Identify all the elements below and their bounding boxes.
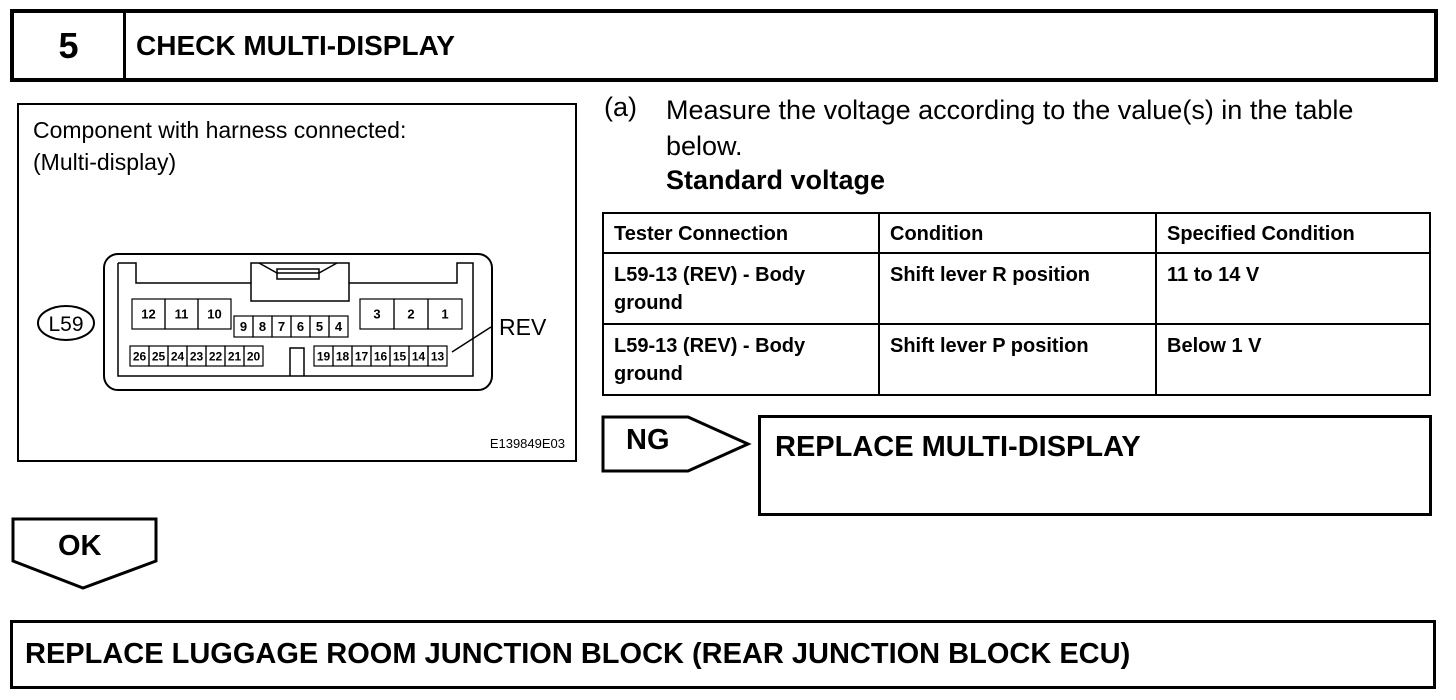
ok-result-box: REPLACE LUGGAGE ROOM JUNCTION BLOCK (REA… bbox=[10, 620, 1436, 689]
step-header: 5 CHECK MULTI-DISPLAY bbox=[10, 9, 1438, 82]
pin-number: 25 bbox=[152, 349, 166, 363]
connector-housing bbox=[103, 253, 493, 391]
pin-number: 20 bbox=[247, 349, 261, 363]
pin-number: 22 bbox=[209, 349, 223, 363]
pin-cell bbox=[197, 298, 232, 330]
rev-leader-line bbox=[451, 326, 492, 353]
key-notch bbox=[289, 347, 305, 376]
pin-number: 9 bbox=[240, 319, 247, 334]
instruction-letter: (a) bbox=[604, 92, 637, 122]
table-header-row: Tester Connection Condition Specified Co… bbox=[602, 212, 1431, 254]
ok-action-text: REPLACE LUGGAGE ROOM JUNCTION BLOCK (REA… bbox=[25, 638, 1131, 670]
pin-number: 4 bbox=[335, 319, 343, 334]
pin-number: 19 bbox=[317, 349, 331, 363]
lock-latch bbox=[258, 262, 338, 274]
pin-number: 1 bbox=[441, 307, 448, 322]
pin-number: 14 bbox=[412, 349, 426, 363]
standard-voltage-label: Standard voltage bbox=[666, 165, 886, 195]
pin-number: 8 bbox=[259, 319, 266, 334]
image-code: E139849E03 bbox=[490, 436, 565, 451]
pin-number: 24 bbox=[171, 349, 185, 363]
pin-label-rev: REV bbox=[499, 314, 547, 340]
cell-connection: L59-13 (REV) - Body ground bbox=[602, 323, 880, 396]
pin-number: 26 bbox=[133, 349, 147, 363]
ng-result-box: REPLACE MULTI-DISPLAY bbox=[758, 415, 1432, 516]
lock-latch-bar bbox=[276, 268, 320, 280]
diagram-caption: Component with harness connected: bbox=[33, 117, 407, 143]
ng-arrow-icon bbox=[601, 415, 752, 473]
ok-label: OK bbox=[58, 530, 102, 562]
step-number: 5 bbox=[14, 13, 126, 78]
instruction-text: Measure the voltage according to the val… bbox=[666, 95, 1354, 161]
cell-spec: 11 to 14 V bbox=[1155, 252, 1431, 325]
pin-cell bbox=[328, 315, 349, 338]
pin-number: 7 bbox=[278, 319, 285, 334]
diagram-subcaption: (Multi-display) bbox=[33, 149, 177, 175]
header-condition: Condition bbox=[878, 212, 1157, 254]
pin-number: 13 bbox=[431, 349, 445, 363]
pin-number: 12 bbox=[141, 307, 155, 322]
pin-number: 18 bbox=[336, 349, 350, 363]
ng-action-text: REPLACE MULTI-DISPLAY bbox=[775, 431, 1141, 463]
pin-number: 2 bbox=[407, 307, 414, 322]
pin-number: 6 bbox=[297, 319, 304, 334]
pin-cell bbox=[243, 345, 264, 367]
pin-number: 21 bbox=[228, 349, 242, 363]
table-row: L59-13 (REV) - Body ground Shift lever P… bbox=[602, 323, 1431, 396]
table-row: L59-13 (REV) - Body ground Shift lever R… bbox=[602, 252, 1431, 325]
header-tester-connection: Tester Connection bbox=[602, 212, 880, 254]
pin-number: 3 bbox=[373, 307, 380, 322]
pin-number: 5 bbox=[316, 319, 323, 334]
cell-connection: L59-13 (REV) - Body ground bbox=[602, 252, 880, 325]
pin-number: 10 bbox=[207, 307, 221, 322]
cell-condition: Shift lever P position bbox=[878, 323, 1157, 396]
pin-cell bbox=[427, 345, 448, 367]
pin-number: 23 bbox=[190, 349, 204, 363]
pin-number: 17 bbox=[355, 349, 369, 363]
step-title: CHECK MULTI-DISPLAY bbox=[136, 30, 455, 61]
header-specified-condition: Specified Condition bbox=[1155, 212, 1431, 254]
cell-spec: Below 1 V bbox=[1155, 323, 1431, 396]
pin-number: 16 bbox=[374, 349, 388, 363]
pin-cell bbox=[427, 298, 463, 330]
ng-label: NG bbox=[626, 424, 670, 456]
pin-number: 15 bbox=[393, 349, 407, 363]
connector-id-circle bbox=[37, 305, 95, 341]
connector-diagram: Component with harness connected: (Multi… bbox=[17, 103, 577, 462]
voltage-spec-table: Tester Connection Condition Specified Co… bbox=[602, 212, 1431, 396]
connector-id: L59 bbox=[48, 313, 83, 336]
lock-tab bbox=[250, 262, 350, 283]
pin-number: 11 bbox=[175, 307, 189, 322]
cell-condition: Shift lever R position bbox=[878, 252, 1157, 325]
ok-arrow-icon bbox=[11, 517, 158, 590]
